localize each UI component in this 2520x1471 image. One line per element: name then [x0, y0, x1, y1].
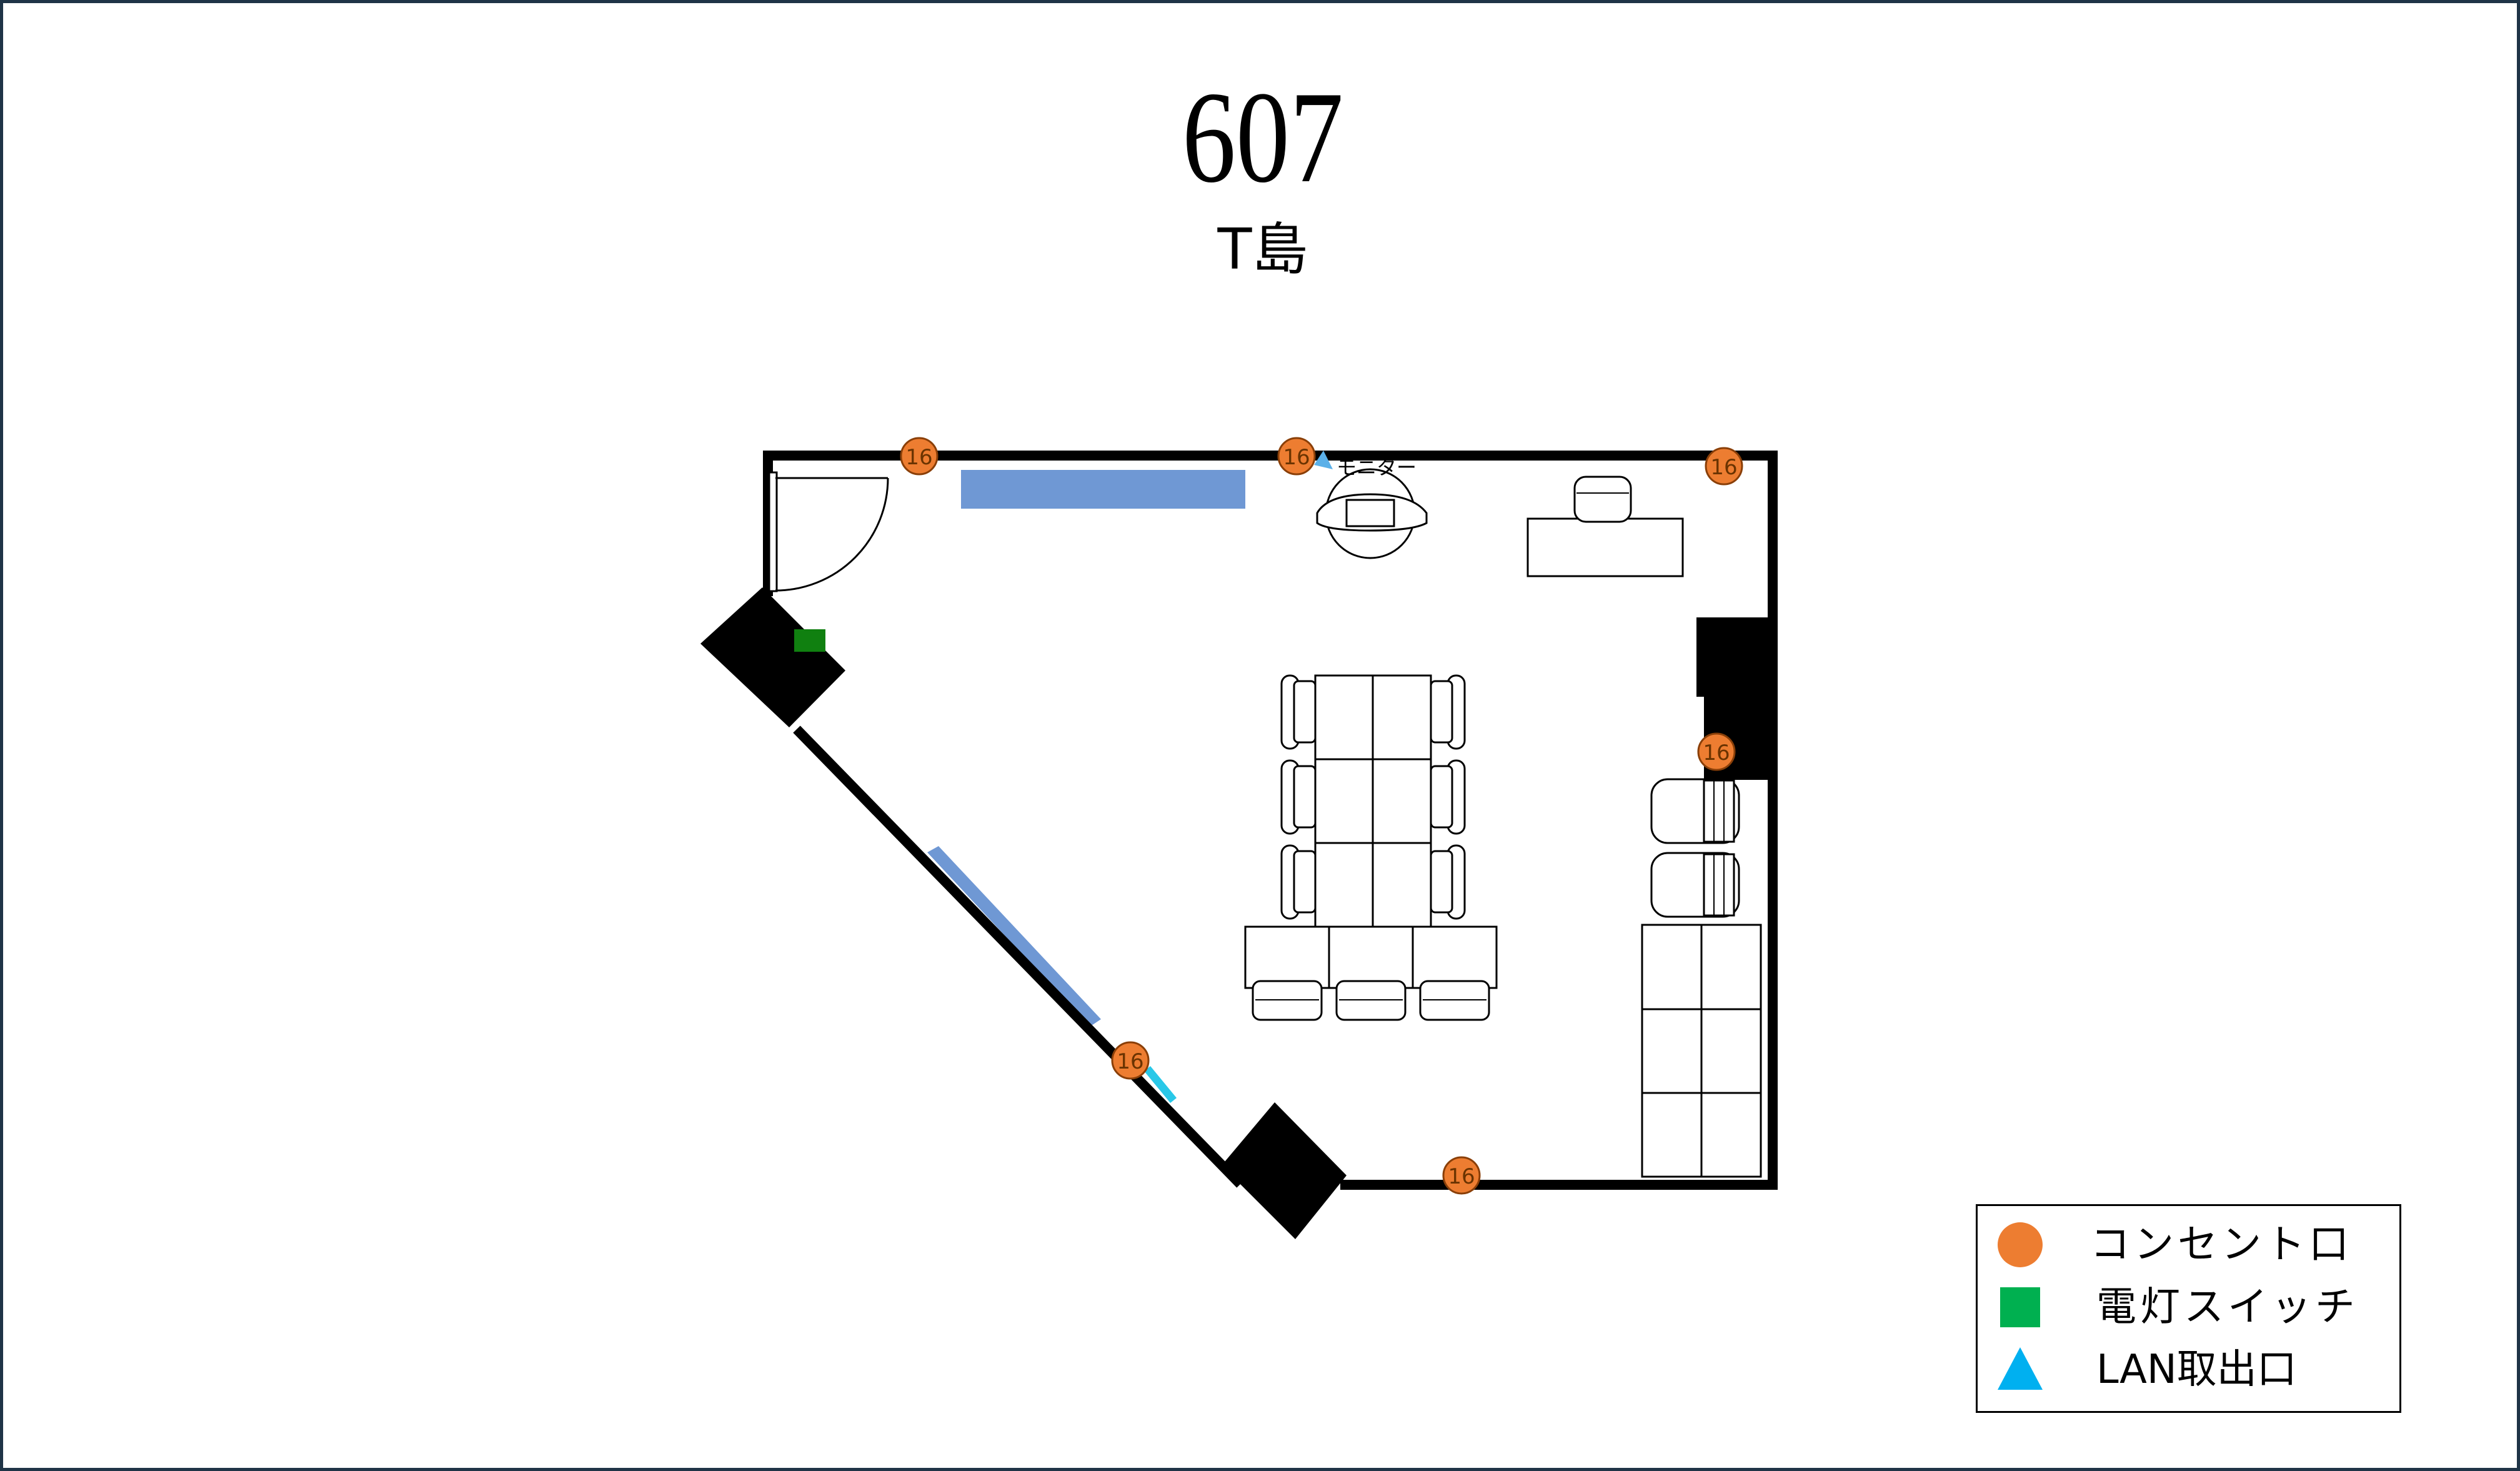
legend-item-lan: LAN取出口	[1978, 1337, 2399, 1400]
monitor: モニター	[1316, 456, 1428, 559]
outlet-rating: 16	[1703, 740, 1730, 765]
door	[768, 471, 889, 592]
outlet-4: 16	[1697, 732, 1736, 771]
lan-outlet-diagonal	[1144, 1066, 1177, 1103]
storage-shelf	[1641, 924, 1762, 1178]
outlet-rating: 16	[1448, 1164, 1475, 1189]
orange-circle-icon	[1998, 1222, 2043, 1267]
legend: コンセント口 電灯スイッチ LAN取出口	[1976, 1204, 2401, 1413]
outlet-rating: 16	[1117, 1049, 1143, 1074]
window-top	[961, 470, 1245, 509]
light-switch	[794, 629, 825, 652]
legend-item-light-switch: 電灯スイッチ	[1978, 1275, 2399, 1337]
outlet-rating: 16	[1283, 445, 1310, 470]
legend-label-outlet: コンセント口	[2090, 1222, 2353, 1268]
pillar-bottom	[1222, 1102, 1347, 1239]
legend-label-lan: LAN取出口	[2096, 1347, 2297, 1393]
outlet-1: 16	[900, 437, 939, 476]
desk	[1526, 476, 1684, 577]
outlet-3: 16	[1705, 447, 1743, 486]
right-armchairs	[1650, 778, 1740, 918]
green-square-icon	[2000, 1287, 2040, 1327]
monitor-label: モニター	[1337, 456, 1417, 479]
room-subtitle: T島	[1217, 217, 1308, 282]
outlet-2: 16	[1277, 437, 1316, 476]
pillar-left	[700, 587, 845, 727]
table-island	[1244, 674, 1498, 1021]
outlet-rating: 16	[1710, 455, 1737, 480]
floor-plan: モニター	[700, 437, 1778, 1239]
lan-outlet-top	[1314, 451, 1333, 469]
window-diagonal	[927, 846, 1101, 1027]
legend-label-light-switch: 電灯スイッチ	[2096, 1284, 2359, 1330]
wall-diagonal	[793, 726, 1244, 1188]
outlet-6: 16	[1442, 1156, 1481, 1195]
blue-triangle-icon	[1998, 1347, 2043, 1390]
outlet-rating: 16	[905, 445, 932, 470]
legend-item-outlet: コンセント口	[1978, 1212, 2399, 1275]
room-number: 607	[1182, 65, 1344, 210]
wall-outline	[763, 451, 1778, 1190]
outlet-5: 16	[1111, 1041, 1150, 1080]
